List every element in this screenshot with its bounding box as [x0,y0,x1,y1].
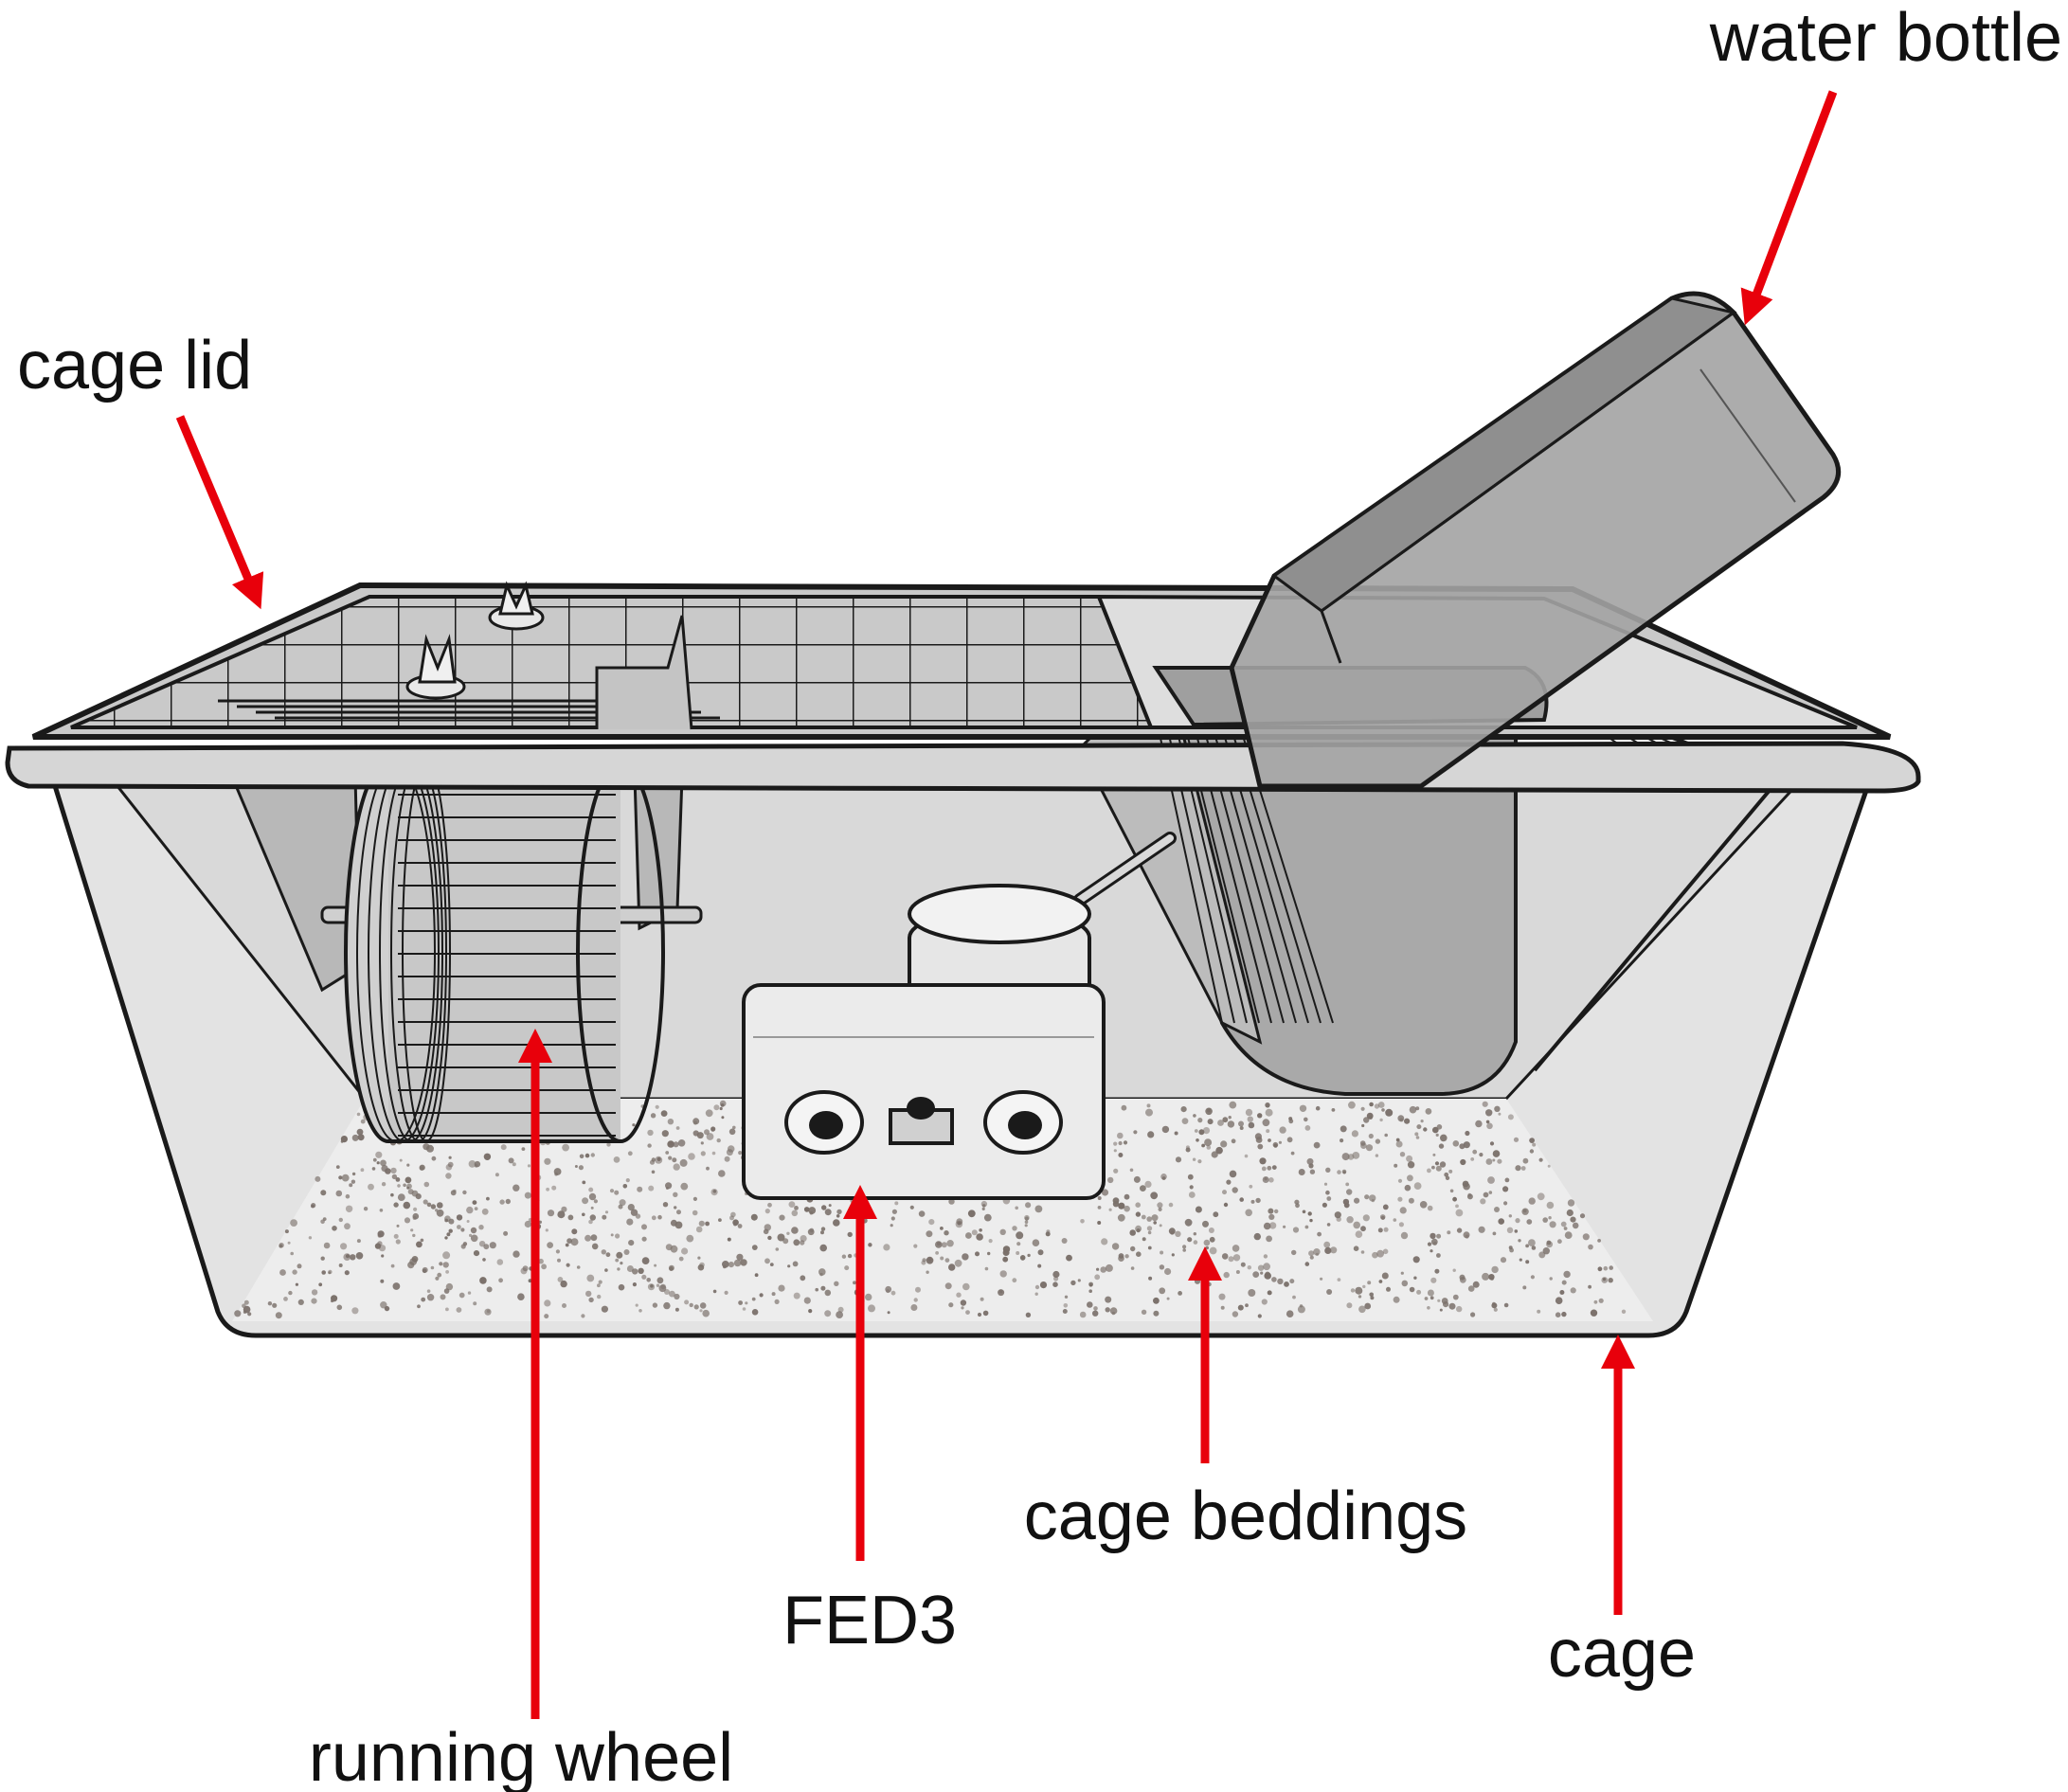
wing-nut-icon [488,581,545,631]
label-cage-lid: cage lid [17,328,252,403]
wing-nut-icon [405,634,466,700]
arrow-cage-lid [175,415,264,610]
right-nose-poke [983,1090,1063,1155]
label-water-bottle: water bottle [1709,0,2062,76]
label-running-wheel: running wheel [309,1720,733,1792]
arrow-water-bottle [1740,90,1838,326]
left-nose-poke [784,1090,864,1155]
running-wheel [344,761,665,1143]
label-fed3: FED3 [782,1583,957,1658]
annotation-arrows [175,90,1838,1719]
label-cage: cage [1548,1616,1696,1692]
pellet-well [889,1097,954,1145]
label-cage-beddings: cage beddings [1024,1478,1467,1554]
water-bottle [1229,291,1842,789]
fed3-device [742,884,1106,1200]
